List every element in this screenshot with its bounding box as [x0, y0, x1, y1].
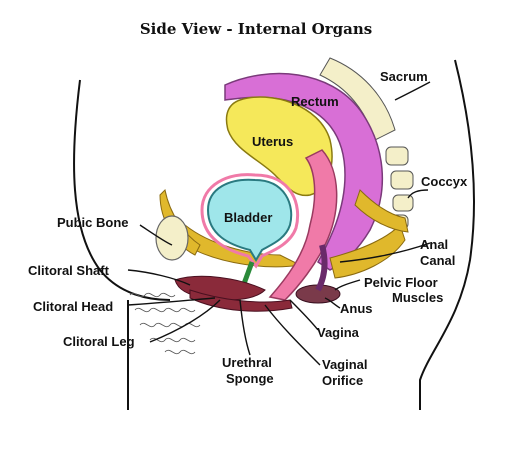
vaginal-orifice-label-line2: Orifice: [322, 373, 363, 388]
clitoral-shaft-label: Clitoral Shaft: [28, 263, 110, 278]
pubic-bone: [155, 215, 189, 261]
rectum: [224, 72, 384, 271]
pubic-bone-label: Pubic Bone: [57, 215, 129, 230]
vagina: [268, 149, 338, 301]
pelvic-floor-muscles: [159, 188, 409, 279]
uterus-label: Uterus: [252, 134, 293, 149]
coccyx-label: Coccyx: [421, 174, 468, 189]
body-outline: [73, 59, 476, 410]
vaginal-orifice-label-line1: Vaginal: [322, 357, 368, 372]
leader-lines: [127, 81, 431, 366]
bladder: [206, 178, 293, 262]
vagina-label: Vagina: [317, 325, 360, 340]
anal-canal-label-line1: Anal: [420, 237, 448, 252]
urethral-sponge-label-line1: Urethral: [222, 355, 272, 370]
clitoral-head-label: Clitoral Head: [33, 299, 113, 314]
sacrum-coccyx-bones: [319, 57, 414, 230]
anal-canal-label-line2: Canal: [420, 253, 455, 268]
sacrum-label: Sacrum: [380, 69, 428, 84]
pelvic-floor-label-line2: Muscles: [392, 290, 443, 305]
uterus: [225, 96, 333, 197]
anus-label: Anus: [340, 301, 373, 316]
clitoral-leg-label: Clitoral Leg: [63, 334, 135, 349]
diagram-title: Side View - Internal Organs: [140, 20, 372, 38]
bladder-wall: [200, 173, 300, 269]
rectum-label: Rectum: [291, 94, 339, 109]
urethral-sponge-label-line2: Sponge: [226, 371, 274, 386]
pelvic-floor-label-line1: Pelvic Floor: [364, 275, 438, 290]
bladder-label: Bladder: [224, 210, 272, 225]
anal-canal: [315, 244, 328, 292]
